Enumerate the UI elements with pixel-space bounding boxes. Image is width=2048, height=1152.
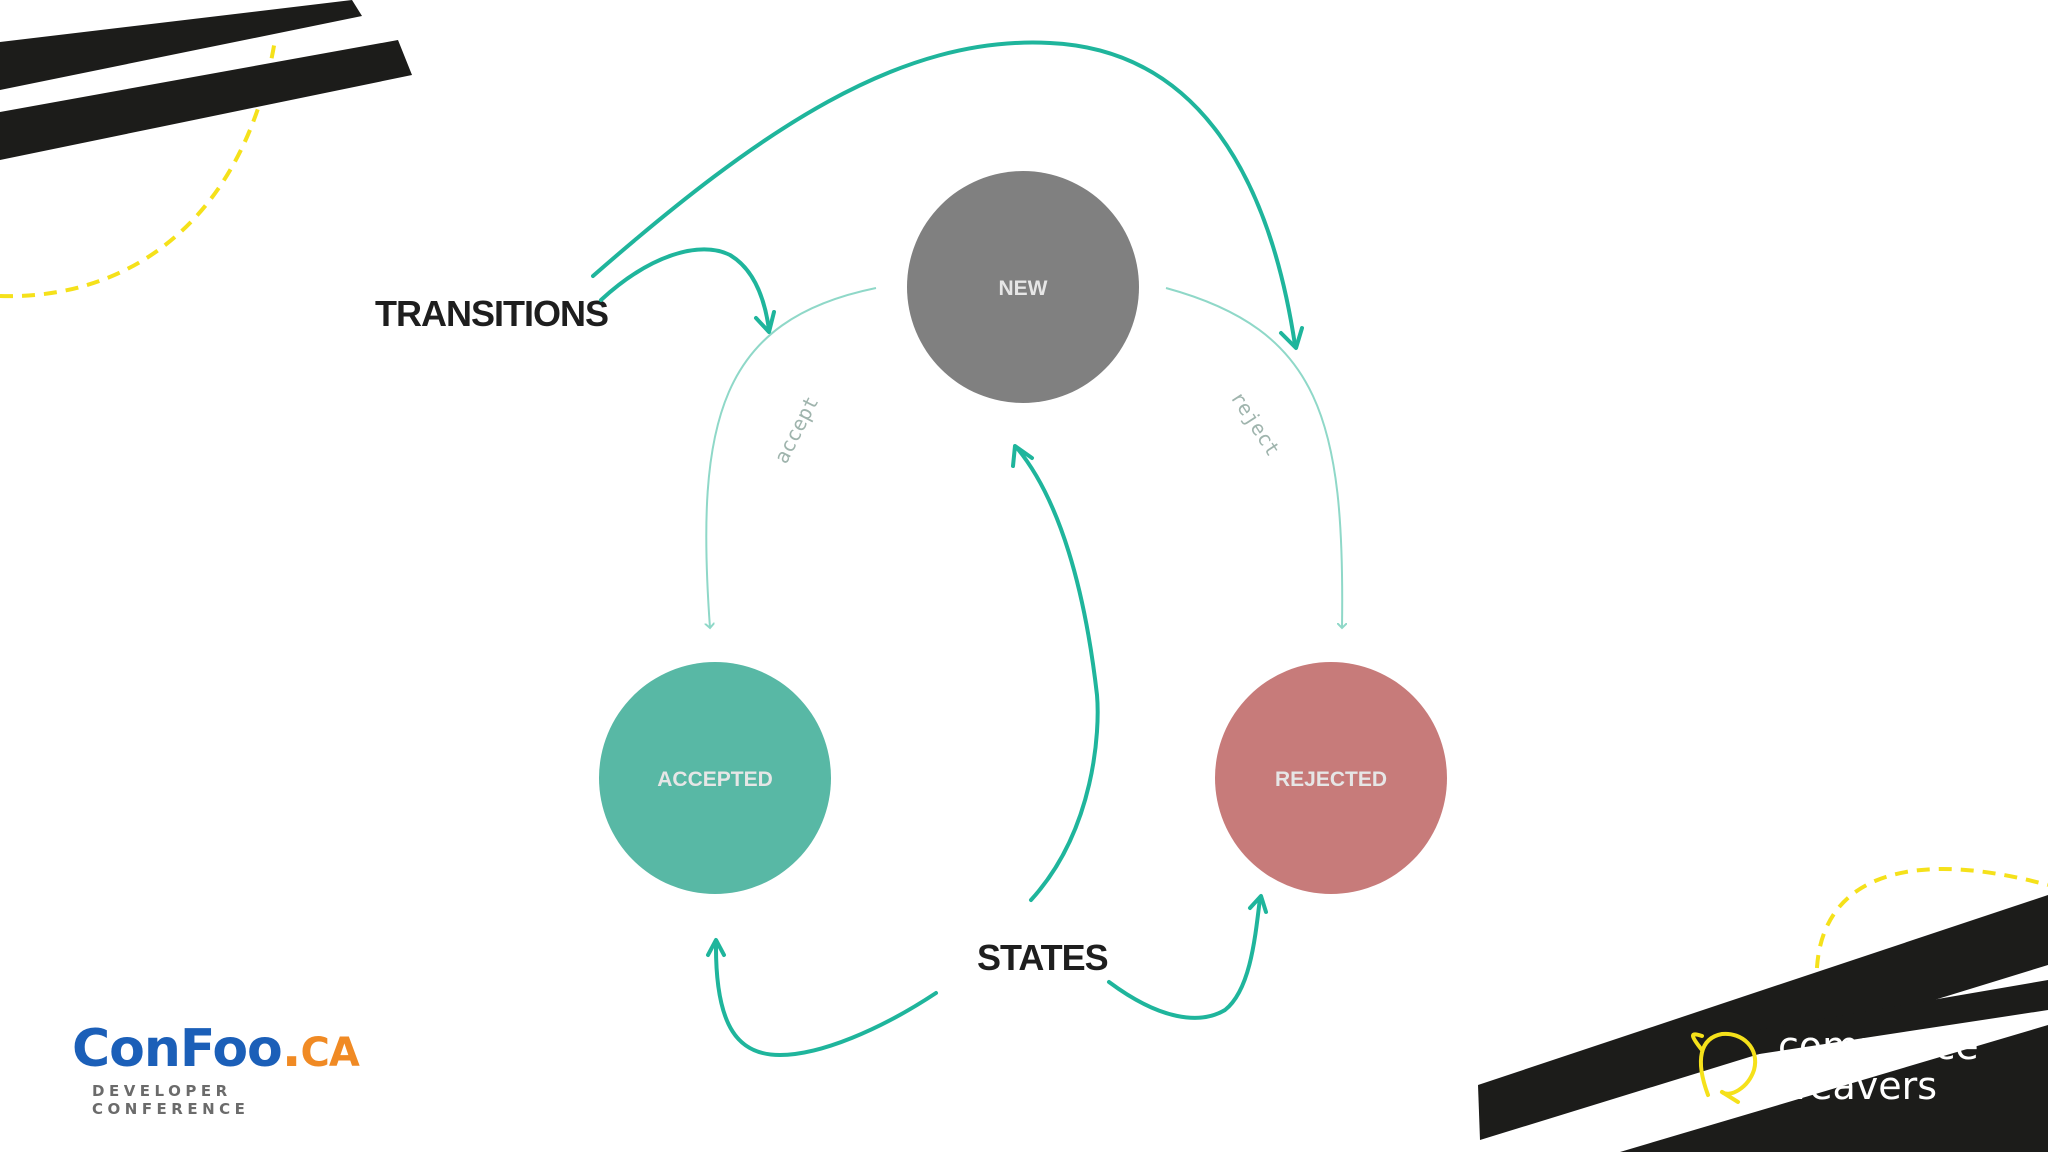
stripe-bottom-right-2	[1620, 1025, 2048, 1152]
callout-arrow-head-1	[1279, 326, 1304, 350]
cw-line-2: weavers	[1778, 1064, 1938, 1108]
confoo-tagline: DEVELOPER CONFERENCE	[92, 1082, 250, 1118]
callout-arrow-transitions-to-accept	[599, 247, 771, 332]
callout-arrow-states-to-accepted	[713, 940, 938, 1057]
edge-accept	[706, 287, 877, 628]
state-accepted-label: ACCEPTED	[657, 768, 773, 791]
callout-arrow-states-to-rejected	[1107, 896, 1262, 1020]
edge-reject	[1165, 287, 1342, 628]
bottom-right-decoration	[1478, 867, 2048, 1152]
confoo-logo: ConFoo.CA DEVELOPER CONFERENCE	[72, 1022, 392, 1118]
cw-line-1: commerce	[1778, 1024, 1979, 1068]
edge-label-accept: accept	[769, 392, 823, 467]
confoo-dot: .	[281, 1019, 302, 1079]
state-rejected-circle	[1215, 662, 1447, 894]
stripe-bottom-right-1	[1478, 895, 2048, 1140]
dashed-arc-top-left	[0, 39, 277, 299]
state-rejected-label: REJECTED	[1275, 768, 1387, 791]
commerce-weavers-mark-icon	[1691, 1031, 1758, 1104]
commerce-weavers-logo-text: commerce weavers	[1778, 1026, 1979, 1106]
callout-arrow-head-4	[706, 938, 726, 957]
callout-arrow-transitions-to-reject	[591, 40, 1297, 347]
edge-label-reject: reject	[1226, 387, 1285, 461]
stripe-top-left-1	[0, 0, 362, 90]
stripe-bottom-right-3	[1700, 980, 2048, 1060]
callout-arrow-head-2	[754, 310, 776, 334]
callout-transitions: TRANSITIONS	[375, 293, 608, 334]
state-new-circle	[907, 171, 1139, 403]
state-new-label: NEW	[999, 277, 1048, 300]
dashed-arc-bottom-right	[1814, 867, 2048, 991]
stripe-top-left-2	[0, 40, 412, 160]
callout-states: STATES	[977, 937, 1108, 978]
confoo-main-text: ConFoo	[72, 1019, 283, 1079]
confoo-ca: CA	[300, 1030, 360, 1076]
top-left-decoration	[0, 0, 412, 299]
callout-arrow-head-5	[1248, 894, 1268, 914]
callout-arrow-head-3	[1011, 444, 1034, 468]
confoo-wordmark: ConFoo.CA	[72, 1022, 392, 1080]
callout-arrow-states-to-new	[1015, 446, 1100, 902]
state-accepted-circle	[599, 662, 831, 894]
